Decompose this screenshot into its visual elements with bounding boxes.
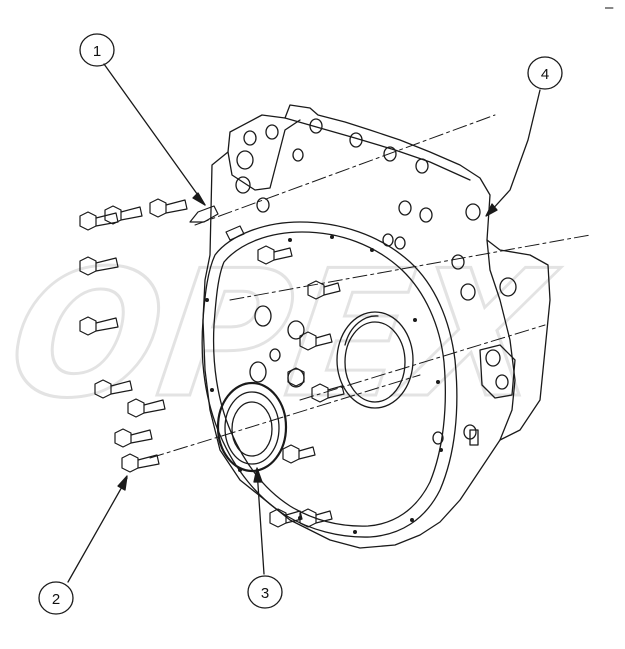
bolt: [269, 508, 303, 528]
callout-2-balloon: [38, 581, 74, 615]
bolt: [307, 280, 341, 300]
flange-inner-lip: [212, 231, 446, 527]
bolt-set: [79, 198, 345, 528]
flange-face: [201, 221, 458, 538]
boss-hole: [383, 146, 397, 162]
callout-4-balloon: [527, 56, 563, 90]
callout-3-label: 3: [261, 585, 269, 602]
boss-hole: [309, 118, 323, 134]
callout-1-balloon: [79, 33, 115, 67]
boss-hole: [495, 374, 509, 390]
corner-mark: –: [605, 0, 614, 16]
face-hole: [254, 305, 272, 327]
callout-4-arrowhead: [485, 203, 498, 217]
pump-seal-ring-inner: [224, 391, 280, 465]
bolt: [282, 444, 316, 464]
boss-hole: [256, 197, 270, 213]
pump-seal-bore: [231, 401, 273, 457]
seal-bore-shadow: [344, 315, 379, 346]
callout-2-leader: [67, 477, 128, 583]
callout-3-balloon: [247, 575, 283, 609]
bolt: [79, 211, 119, 231]
callout-3-leader: [256, 469, 265, 575]
face-hole: [287, 320, 305, 340]
bolt: [311, 383, 345, 403]
bolt: [257, 245, 293, 265]
callout-4-leader: [489, 89, 541, 213]
boss-hole: [398, 200, 412, 216]
bolt: [94, 379, 133, 399]
bolt: [149, 198, 188, 218]
pump-seal-ring-outer: [216, 381, 288, 473]
bolt: [79, 256, 119, 276]
seal-bore-inner: [344, 321, 406, 403]
bolt: [287, 367, 305, 387]
housing-right-edge: [486, 239, 516, 441]
boss-hole: [485, 349, 501, 367]
callout-4-label: 4: [541, 66, 549, 83]
boss-hole: [236, 150, 254, 170]
watermark-text: OPEX: [0, 234, 566, 437]
bolt: [121, 453, 160, 473]
bolt: [104, 205, 143, 225]
boss-hole: [394, 236, 406, 250]
boss-hole: [382, 233, 394, 247]
boss-hole: [292, 148, 304, 162]
seal-bore-outer: [336, 311, 414, 409]
boss-hole: [349, 132, 363, 148]
boss-hole: [465, 203, 481, 221]
callout-2-label: 2: [52, 591, 60, 608]
bolt: [79, 316, 119, 336]
housing-top-ridge: [284, 117, 471, 181]
boss-hole: [265, 124, 279, 140]
centerlines: [149, 114, 591, 459]
bolt: [299, 331, 333, 351]
boss-hole: [419, 207, 433, 223]
bolt: [127, 398, 166, 418]
bolt: [114, 428, 153, 448]
callout-1-leader: [103, 63, 206, 206]
callout-1-arrowhead: [192, 192, 206, 206]
boss-hole: [235, 176, 251, 194]
side-lug: [469, 429, 479, 446]
boss-hole: [243, 130, 257, 146]
boss-hole: [432, 431, 444, 445]
callout-3-arrowhead: [253, 467, 263, 483]
face-hole: [269, 348, 281, 362]
callout-1-label: 1: [93, 43, 101, 60]
boss-hole: [415, 158, 429, 174]
flange-rim-dots: [205, 235, 443, 534]
housing-top-flange: [227, 119, 301, 191]
bolt: [299, 508, 333, 528]
boss-hole: [499, 277, 517, 297]
side-bracket: [479, 344, 516, 399]
boss-hole: [460, 283, 476, 301]
dowel-pin: [189, 205, 245, 241]
boss-hole: [451, 254, 465, 270]
callout-2-arrowhead: [117, 475, 128, 491]
face-hole: [249, 361, 267, 383]
